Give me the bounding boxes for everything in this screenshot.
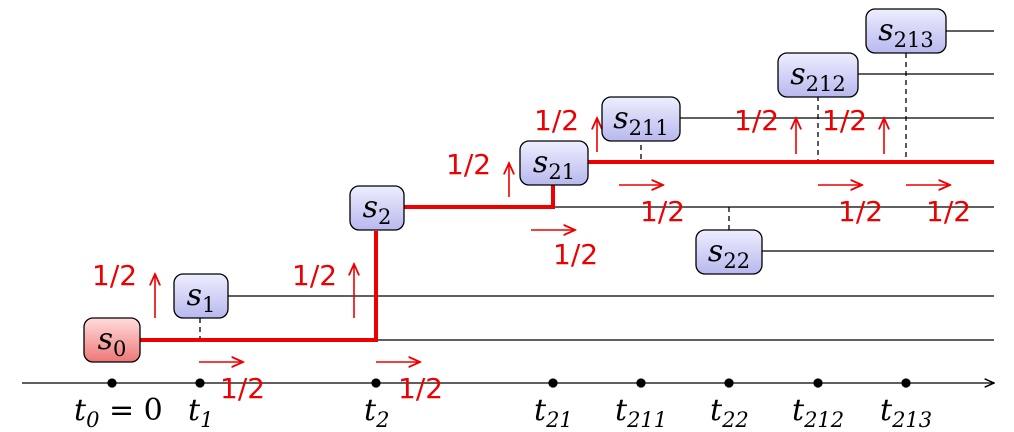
time-dot-t211 [636,378,646,388]
state-label-s21: s21 [533,145,575,184]
time-label-t211: t211 [615,393,667,432]
time-label-t213: t213 [880,393,932,432]
prob-right-s2: 1/2 [553,238,598,271]
dashed-connectors [199,53,907,340]
time-dot-t1 [195,378,205,388]
state-label-s212: s212 [790,57,846,96]
state-box-s212 [777,52,859,98]
state-label-s211: s211 [613,101,669,140]
prob-right-s1: 1/2 [398,372,443,405]
prob-up-s21: 1/2 [446,148,491,181]
state-label-s0: s0 [98,322,127,361]
prob-up-s212: 1/2 [734,104,779,137]
time-dot-t213 [901,378,911,388]
time-dot-t22 [724,378,734,388]
state-label-s2: s2 [363,190,392,229]
prob-up-s2: 1/2 [292,259,337,292]
state-box-s2 [349,185,405,231]
prob-right-s211: 1/2 [838,195,883,228]
state-box-s213 [865,8,947,54]
time-dot-t2 [371,378,381,388]
probability-labels: 1/2 1/2 1/2 1/2 1/2 1/2 1/2 1/2 1/2 1/2 … [92,104,971,405]
state-node-s211: s211 [601,96,681,142]
state-node-s22: s22 [695,229,763,275]
time-dot-t0 [107,378,117,388]
prob-up-s213: 1/2 [822,104,867,137]
state-node-s1: s1 [173,273,229,319]
prob-right-s21: 1/2 [640,195,685,228]
prob-right-s212: 1/2 [926,195,971,228]
time-label-t212: t212 [792,393,844,432]
state-node-s213: s213 [865,8,947,54]
state-label-s213: s213 [878,13,934,52]
state-node-s2: s2 [349,185,405,231]
time-label-t21: t21 [534,393,573,432]
state-label-s1: s1 [187,278,216,317]
state-box-s1 [173,273,229,319]
state-box-s22 [695,229,763,275]
state-label-s22: s22 [708,234,750,273]
prob-up-s211: 1/2 [534,104,579,137]
time-dot-t21 [548,378,558,388]
right-arrows [199,185,950,362]
up-arrows [155,118,884,318]
state-node-s21: s21 [519,140,589,186]
time-label-t0: t0 = 0 [74,393,163,432]
state-box-s211 [601,96,681,142]
highlighted-path [140,160,994,342]
state-node-s0: s0 [83,317,141,363]
prob-up-s1: 1/2 [92,259,137,292]
state-box-s21 [519,140,589,186]
time-dot-t212 [813,378,823,388]
time-label-t22: t22 [710,393,749,432]
time-label-t2: t2 [364,393,389,432]
prob-right-s0: 1/2 [220,372,265,405]
time-dots [107,378,911,388]
time-label-t1: t1 [188,393,213,432]
state-box-s0 [83,317,141,363]
state-node-s212: s212 [777,52,859,98]
time-labels: t0 = 0 t1 t2 t21 t211 t22 t212 t213 [74,393,932,432]
